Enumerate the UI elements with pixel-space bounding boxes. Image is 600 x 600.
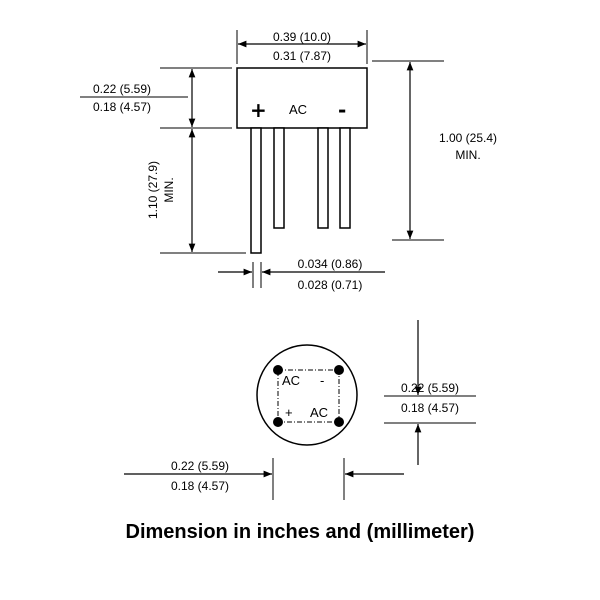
pin-dot-bottom-right (334, 417, 344, 427)
bottom-label-plus: + (285, 405, 293, 420)
pin-dot-top-left (273, 365, 283, 375)
bottom-view: AC - + AC 0.22 (5.59) 0.18 (4.57) 0.22 (… (124, 320, 476, 500)
lead-width-min: 0.028 (0.71) (298, 278, 363, 292)
body-height-min: 0.18 (4.57) (93, 100, 151, 114)
pin-ac-label: AC (289, 102, 307, 117)
body-width-max: 0.39 (10.0) (273, 30, 331, 44)
body-width-min: 0.31 (7.87) (273, 49, 331, 63)
overall-height-value: 1.00 (25.4) (439, 131, 497, 145)
overall-height-note: MIN. (455, 148, 480, 162)
pin-minus-symbol: - (338, 98, 346, 122)
lead-plus (250, 127, 262, 254)
lead-minus (339, 127, 351, 229)
bottom-label-ac-bottom: AC (310, 405, 328, 420)
vertical-spacing-max: 0.22 (5.59) (401, 381, 459, 395)
horizontal-spacing-max: 0.22 (5.59) (171, 459, 229, 473)
horizontal-spacing-min: 0.18 (4.57) (171, 479, 229, 493)
bottom-label-ac-top: AC (282, 373, 300, 388)
pin-pattern-square (277, 369, 340, 423)
diagram-caption: Dimension in inches and (millimeter) (126, 521, 475, 543)
lead-ac-2 (317, 127, 329, 229)
side-view: + AC - 0.39 (10.0) 0.31 (7.87) 0.22 (5.5… (80, 30, 497, 292)
package-body (236, 67, 368, 129)
lead-width-max: 0.034 (0.86) (298, 257, 363, 271)
pin-dot-top-right (334, 365, 344, 375)
package-outline-circle (256, 344, 358, 446)
lead-ac-1 (273, 127, 285, 229)
vertical-spacing-min: 0.18 (4.57) (401, 401, 459, 415)
pin-plus-symbol: + (250, 98, 267, 122)
body-height-max: 0.22 (5.59) (93, 82, 151, 96)
bottom-label-minus: - (320, 373, 324, 388)
lead-length-note: MIN. (162, 177, 176, 202)
lead-length-value: 1.10 (27.9) (146, 161, 160, 219)
pin-dot-bottom-left (273, 417, 283, 427)
